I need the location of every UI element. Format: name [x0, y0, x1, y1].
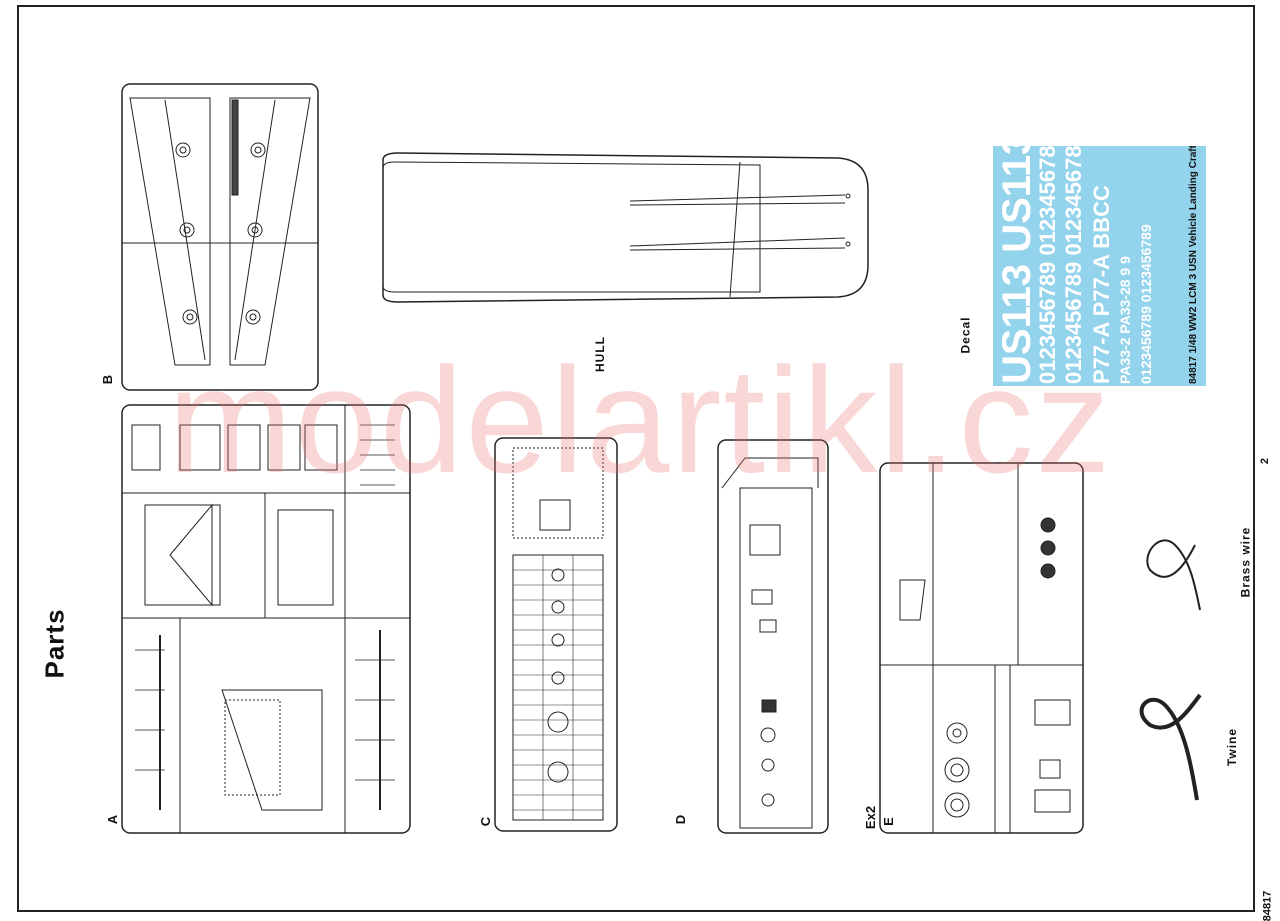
label-sprue-d: D [673, 814, 689, 825]
sprue-b [121, 83, 319, 391]
twine-drawing [1139, 693, 1202, 801]
label-brass-wire: Brass wire [1238, 526, 1253, 598]
sprue-c [494, 437, 618, 832]
sprue-e [879, 462, 1084, 834]
label-sprue-e: E [880, 817, 896, 826]
label-sprue-c: C [478, 816, 494, 827]
watermark: modelartikl.cz [167, 336, 1113, 504]
sprue-d [717, 439, 829, 834]
decal-sheet: US113 US113 0123456789 0123456789 012345… [993, 146, 1206, 386]
label-twine: Twine [1225, 727, 1240, 767]
hull-drawing [382, 152, 869, 303]
page-number: 2 [1259, 457, 1272, 465]
page-frame [17, 5, 1255, 912]
sprue-a [121, 404, 411, 834]
brass-wire-drawing [1146, 539, 1201, 611]
footer-code: 84817 [1261, 890, 1274, 921]
label-sprue-a: A [105, 814, 121, 825]
label-sprue-e-qty: Ex2 [863, 805, 879, 830]
page-title: Parts [39, 608, 70, 679]
